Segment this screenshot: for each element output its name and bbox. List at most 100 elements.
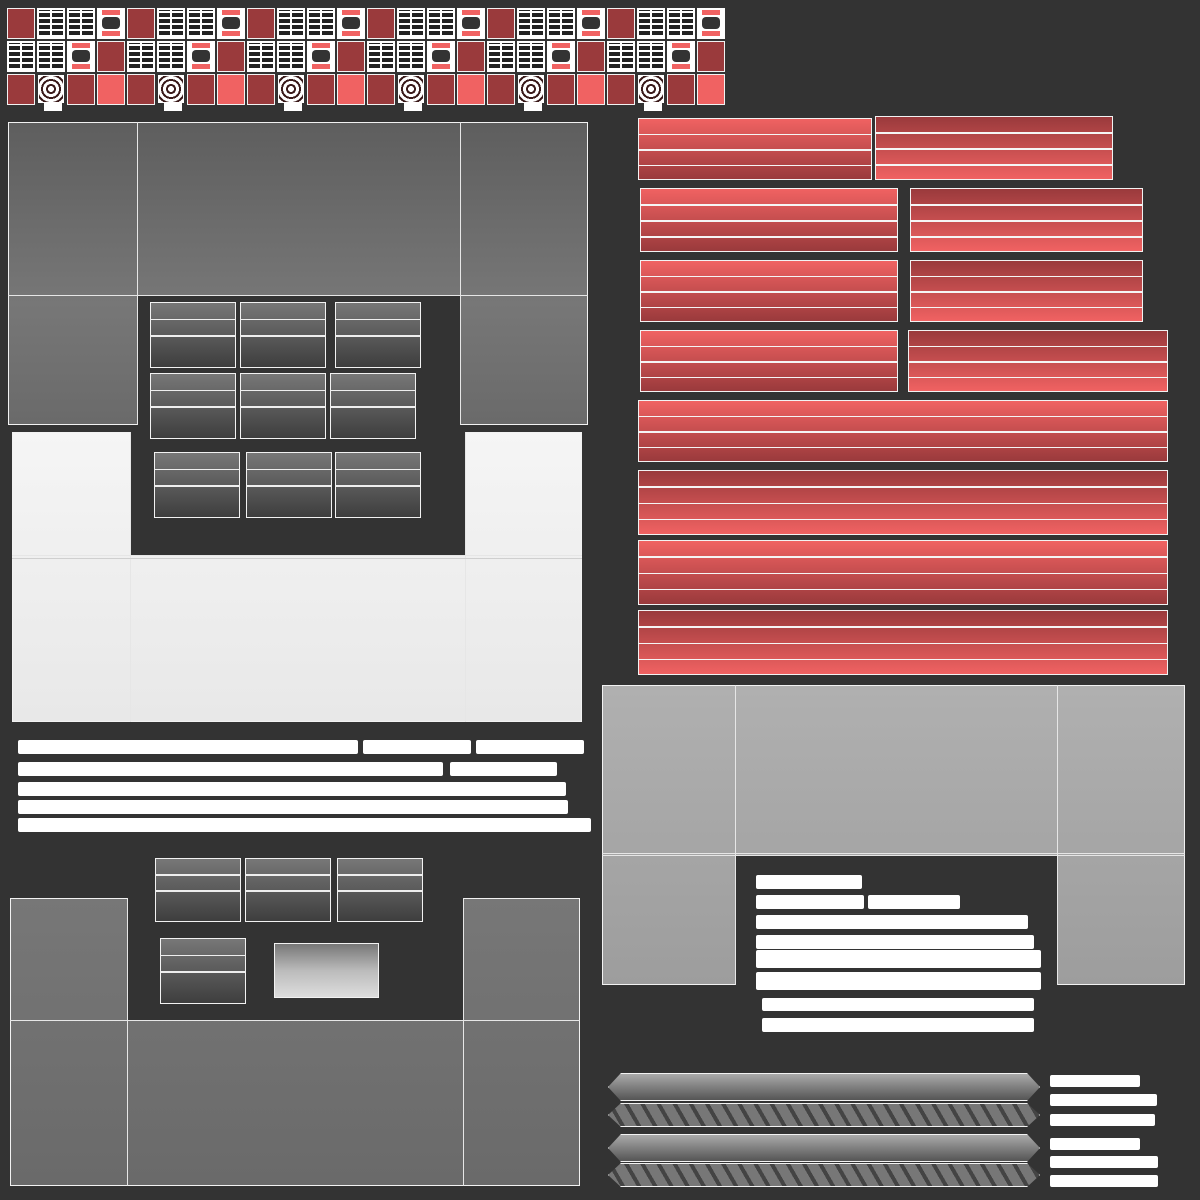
window-red	[702, 10, 720, 15]
window-hole	[192, 50, 210, 62]
seam-line	[1057, 685, 1058, 985]
plank-seam	[910, 204, 1143, 206]
uv-strip	[756, 972, 1041, 990]
frame-rail	[335, 485, 421, 487]
plank-seam	[640, 345, 898, 347]
lace-tile	[398, 75, 424, 103]
frame-rail	[245, 890, 331, 892]
plank-seam	[908, 376, 1168, 378]
plank-seam	[638, 133, 872, 135]
red-tile	[427, 74, 455, 105]
plank-seam	[638, 572, 1168, 574]
window-red	[702, 31, 720, 36]
grid-divider	[320, 8, 322, 39]
beam-island	[608, 1163, 1040, 1187]
grid-divider	[80, 8, 82, 39]
seam-line	[8, 295, 588, 296]
lace-tile-tail	[644, 103, 662, 111]
grid-divider	[170, 41, 172, 72]
uv-strip	[18, 782, 566, 796]
plank-seam	[910, 236, 1143, 238]
uv-strip	[762, 998, 1034, 1011]
frame-rail	[335, 318, 421, 320]
red-tile	[337, 74, 365, 105]
frame-rail	[160, 971, 246, 973]
plank-seam	[640, 275, 898, 277]
red-tile	[127, 74, 155, 105]
uv-strip	[756, 950, 1041, 968]
grid-divider	[200, 8, 202, 39]
red-tile	[127, 8, 155, 39]
grid-divider	[290, 41, 292, 72]
seam-line	[12, 555, 582, 556]
red-tile	[457, 41, 485, 72]
red-tile	[487, 8, 515, 39]
uv-strip	[1050, 1156, 1158, 1168]
red-tile	[457, 74, 485, 105]
plank-seam	[638, 164, 872, 166]
plank-seam	[638, 556, 1168, 558]
grid-divider	[290, 8, 292, 39]
uv-strip	[868, 895, 960, 909]
plank-seam	[638, 486, 1168, 488]
grid-divider	[380, 41, 382, 72]
window-red	[312, 64, 330, 69]
lace-tile-tail	[524, 103, 542, 111]
frame-rail	[240, 335, 326, 337]
red-tile	[697, 41, 725, 72]
seam-line	[137, 122, 138, 425]
uv-strip	[18, 818, 591, 832]
beam-island	[608, 1103, 1040, 1127]
lace-tile	[38, 75, 64, 103]
uv-strip	[1050, 1138, 1140, 1150]
plank-seam	[638, 415, 1168, 417]
plank-seam	[910, 291, 1143, 293]
red-tile	[247, 8, 275, 39]
grid-divider	[560, 8, 562, 39]
frame-rail	[150, 318, 236, 320]
grid-divider	[530, 41, 532, 72]
plank-seam	[640, 220, 898, 222]
uv-strip	[1050, 1075, 1140, 1087]
plank-seam	[638, 658, 1168, 661]
window-red	[552, 43, 570, 48]
frame-rail	[245, 874, 331, 876]
window-red	[102, 31, 120, 36]
uv-strip	[18, 762, 443, 776]
lace-tile	[518, 75, 544, 103]
grid-divider	[50, 8, 52, 39]
frame-rail	[246, 485, 332, 487]
red-tile	[7, 8, 35, 39]
grid-divider	[650, 41, 652, 72]
plank-seam	[638, 642, 1168, 644]
frame-rail	[335, 335, 421, 337]
plank-seam	[640, 236, 898, 238]
plank-seam	[908, 345, 1168, 347]
uv-strip	[756, 895, 864, 909]
frame-rail	[154, 485, 240, 487]
frame-rail	[337, 890, 423, 892]
plank-seam	[910, 306, 1143, 308]
frame-rail	[150, 335, 236, 337]
plank-seam	[640, 376, 898, 378]
red-tile	[547, 74, 575, 105]
window-hole	[552, 50, 570, 62]
window-red	[582, 31, 600, 36]
red-tile	[337, 41, 365, 72]
window-hole	[582, 17, 600, 29]
lace-tile-tail	[164, 103, 182, 111]
uv-strip	[450, 762, 557, 776]
window-hole	[312, 50, 330, 62]
seam-line	[12, 558, 582, 559]
grid-divider	[680, 8, 682, 39]
frame-rail	[150, 406, 236, 408]
frame-rail	[154, 468, 240, 470]
window-red	[72, 64, 90, 69]
uv-strip	[1050, 1175, 1158, 1187]
frame-rail	[337, 874, 423, 876]
grid-divider	[260, 41, 262, 72]
frame-rail	[155, 890, 241, 892]
red-tile	[217, 74, 245, 105]
plank-seam	[640, 204, 898, 206]
window-red	[192, 43, 210, 48]
